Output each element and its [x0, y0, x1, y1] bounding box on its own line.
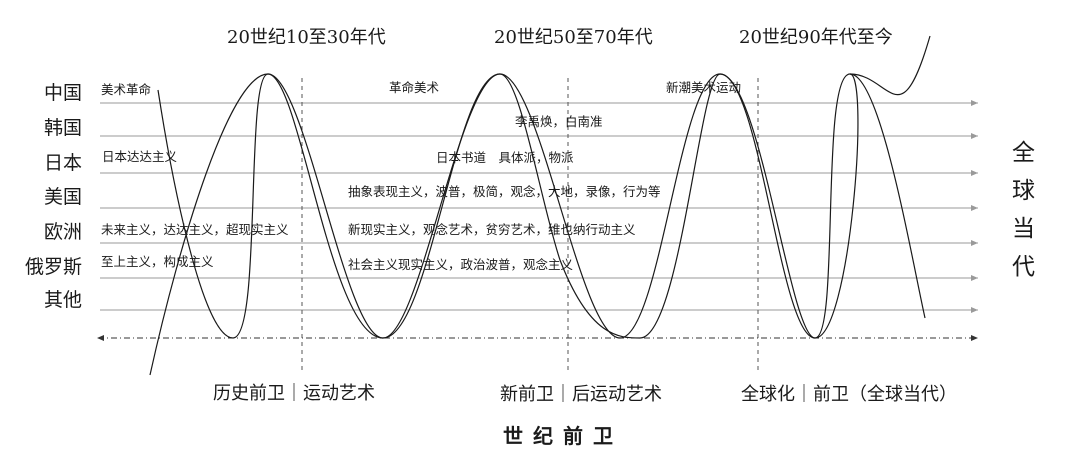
- movement-china-late: 新潮美术运动: [666, 80, 742, 95]
- movement-korea-mid: 李禹焕，白南准: [515, 114, 603, 129]
- era-heading-3: 20世纪90年代至今: [739, 27, 893, 48]
- region-label-russia: 俄罗斯: [25, 256, 83, 278]
- wave-curve-c: [849, 35, 931, 96]
- region-label-china: 中国: [44, 82, 83, 104]
- region-label-europe: 欧洲: [44, 221, 83, 243]
- movement-europe-mid: 新现实主义，观念艺术，贫穷艺术，维也纳行动主义: [348, 222, 636, 237]
- region-label-usa: 美国: [44, 186, 83, 208]
- era-heading-1: 20世纪10至30年代: [227, 27, 386, 48]
- movement-europe-early: 未来主义，达达主义，超现实主义: [101, 222, 289, 237]
- era-dividers: [301, 78, 759, 370]
- side-label-char-2: 球: [1012, 178, 1035, 204]
- movement-russia-mid: 社会主义现实主义，政治波普，观念主义: [348, 257, 574, 272]
- phase-label-3: 全球化｜前卫（全球当代）: [741, 384, 957, 405]
- side-label-char-4: 代: [1012, 254, 1035, 280]
- region-label-other: 其他: [44, 289, 83, 311]
- side-label-char-1: 全: [1012, 140, 1035, 166]
- region-lines: [100, 100, 978, 313]
- movement-usa-mid: 抽象表现主义，波普，极简，观念，大地，录像，行为等: [348, 184, 661, 199]
- movement-japan-mid: 日本书道 具体派，物派: [436, 150, 574, 165]
- region-label-japan: 日本: [44, 152, 83, 174]
- phase-label-2: 新前卫｜后运动艺术: [500, 384, 662, 405]
- wave-curve-b: [149, 73, 926, 376]
- movement-japan-early: 日本达达主义: [102, 149, 178, 164]
- bottom-title: 世纪前卫: [503, 424, 623, 448]
- phase-label-1: 历史前卫｜运动艺术: [213, 383, 375, 404]
- region-label-korea: 韩国: [44, 117, 83, 139]
- movement-china-mid: 革命美术: [389, 80, 440, 95]
- movement-china-early: 美术革命: [101, 82, 152, 97]
- side-label-char-3: 当: [1012, 216, 1035, 242]
- wave-curve-a: [157, 73, 859, 339]
- movement-russia-early: 至上主义，构成主义: [101, 254, 214, 269]
- era-heading-2: 20世纪50至70年代: [494, 27, 653, 48]
